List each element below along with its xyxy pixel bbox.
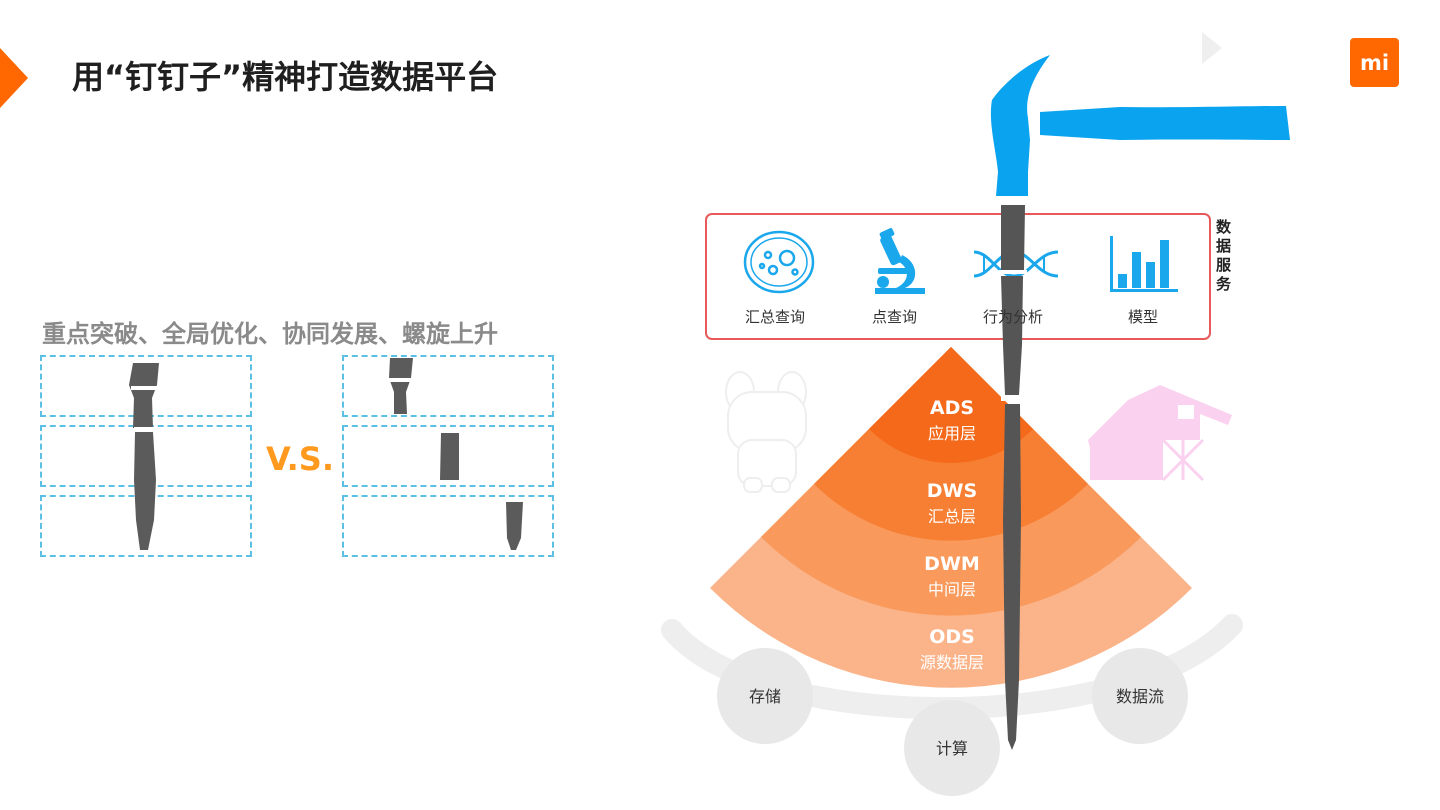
principles-text: 重点突破、全局优化、协同发展、螺旋上升 — [42, 320, 498, 348]
layer-name-ads: 应用层 — [928, 424, 976, 443]
foundation-circle-dataflow — [1092, 648, 1188, 744]
segmented-nail-icon — [387, 358, 523, 550]
brand-logo: mi — [1350, 38, 1399, 87]
microscope-icon — [875, 228, 925, 294]
layer-code-dws: DWS — [927, 480, 977, 502]
data-service-panel — [705, 213, 1211, 340]
mascot-bunny-icon — [725, 371, 807, 493]
service-label-point-query: 点查询 — [872, 308, 918, 326]
logo-text: mi — [1359, 50, 1390, 75]
foundation-label-dataflow: 数据流 — [1116, 687, 1164, 706]
layer-name-ods: 源数据层 — [920, 653, 984, 672]
layer-ads-band — [869, 347, 1033, 463]
foundation-label-compute: 计算 — [936, 739, 968, 758]
layer-name-dws: 汇总层 — [928, 507, 976, 526]
data-service-side-label: 数据服务 — [1216, 218, 1232, 293]
foundation-circle-storage — [717, 648, 813, 744]
page-title: 用“钉钉子”精神打造数据平台 — [72, 58, 499, 96]
layer-code-dwm: DWM — [924, 553, 980, 575]
hammer-icon — [990, 55, 1290, 196]
next-slide-arrow-icon[interactable] — [1198, 30, 1224, 66]
title-arrow-icon — [0, 48, 28, 108]
bar-chart-icon — [1110, 236, 1178, 292]
layer-code-ods: ODS — [929, 626, 975, 648]
service-label-summary-query: 汇总查询 — [745, 308, 806, 326]
right-dashed-box-1 — [342, 355, 554, 417]
layer-name-dwm: 中间层 — [928, 580, 976, 599]
platform-nail-icon — [999, 205, 1027, 750]
right-dashed-box-3 — [342, 495, 554, 557]
service-label-behavior-analysis: 行为分析 — [983, 308, 1044, 326]
foundation-circle-compute — [904, 700, 1000, 796]
foundation-label-storage: 存储 — [749, 687, 781, 706]
right-dashed-box-2 — [342, 425, 554, 487]
petri-dish-icon — [743, 230, 815, 294]
service-label-model: 模型 — [1128, 308, 1159, 326]
continuous-nail-icon — [129, 363, 161, 550]
layer-code-ads: ADS — [930, 397, 974, 419]
vs-label: V.S. — [266, 440, 334, 478]
barn-icon — [1088, 385, 1232, 482]
